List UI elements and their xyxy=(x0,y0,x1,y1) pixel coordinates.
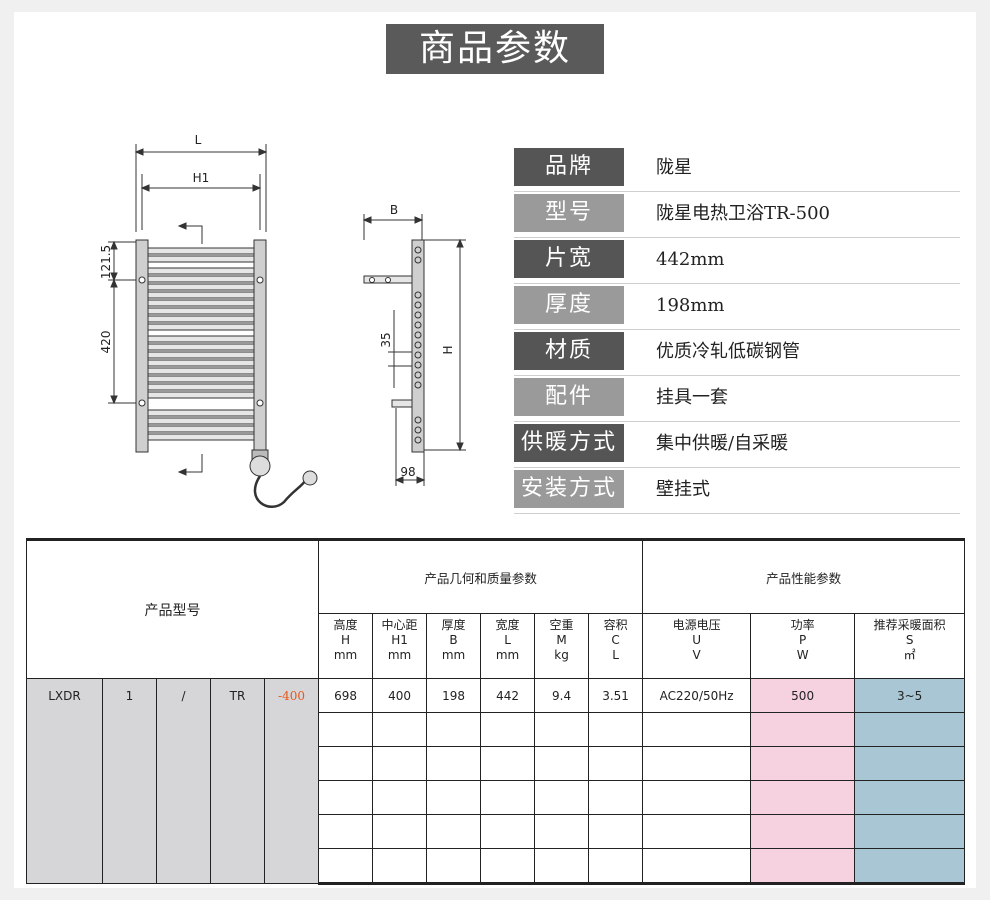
spec-value: 陇星 xyxy=(656,157,692,178)
spec-value: 198mm xyxy=(656,295,725,316)
radiator-dimension-diagram: L H1 121.5 420 B H 35 98 xyxy=(74,130,494,520)
dim-35-label: 35 xyxy=(379,332,393,347)
spec-label: 供暖方式 xyxy=(514,424,624,462)
dim-420-label: 420 xyxy=(99,331,113,354)
spec-row-model: 型号 陇星电热卫浴TR-500 xyxy=(514,192,960,238)
dim-121-label: 121.5 xyxy=(99,245,113,279)
table-row xyxy=(27,712,966,747)
value-height: 698 xyxy=(318,678,374,713)
spec-list: 品牌 陇星 型号 陇星电热卫浴TR-500 片宽 442mm 厚度 198mm … xyxy=(514,146,960,514)
performance-header: 产品性能参数 xyxy=(642,538,966,614)
geometry-header: 产品几何和质量参数 xyxy=(318,538,644,614)
product-parameters-page: 商品参数 xyxy=(14,12,976,888)
spec-label: 配件 xyxy=(514,378,624,416)
table-row xyxy=(27,814,966,849)
spec-label: 型号 xyxy=(514,194,624,232)
model-header: 产品型号 xyxy=(25,538,320,679)
value-thickness: 198 xyxy=(426,678,482,713)
page-title: 商品参数 xyxy=(386,24,604,74)
value-weight: 9.4 xyxy=(534,678,590,713)
value-width: 442 xyxy=(480,678,536,713)
value-power: 500 xyxy=(750,678,856,713)
model-part-suffix: -400 xyxy=(263,678,320,884)
spec-row-thickness: 厚度 198mm xyxy=(514,284,960,330)
spec-label: 品牌 xyxy=(514,148,624,186)
spec-row-material: 材质 优质冷轧低碳钢管 xyxy=(514,330,960,376)
spec-value: 442mm xyxy=(656,249,725,270)
table-row xyxy=(27,780,966,815)
dim-H1-label: H1 xyxy=(193,171,210,185)
value-voltage: AC220/50Hz xyxy=(642,678,752,713)
spec-value: 壁挂式 xyxy=(656,479,710,500)
model-part-slash: / xyxy=(156,678,211,884)
spec-value: 陇星电热卫浴TR-500 xyxy=(656,203,830,224)
model-part-number: 1 xyxy=(102,678,157,884)
spec-label: 厚度 xyxy=(514,286,624,324)
spec-value: 挂具一套 xyxy=(656,387,728,408)
model-part-series: LXDR xyxy=(26,678,103,884)
spec-value: 集中供暖/自采暖 xyxy=(656,433,789,454)
spec-label: 片宽 xyxy=(514,240,624,278)
dim-H-label: H xyxy=(441,345,455,354)
dim-L-label: L xyxy=(195,133,202,147)
dim-98-label: 98 xyxy=(400,465,415,479)
value-center-distance: 400 xyxy=(372,678,428,713)
spec-row-width: 片宽 442mm xyxy=(514,238,960,284)
dim-B-label: B xyxy=(390,203,398,217)
spec-row-heating-mode: 供暖方式 集中供暖/自采暖 xyxy=(514,422,960,468)
value-area: 3~5 xyxy=(854,678,966,713)
spec-row-brand: 品牌 陇星 xyxy=(514,146,960,192)
spec-label: 材质 xyxy=(514,332,624,370)
spec-row-accessories: 配件 挂具一套 xyxy=(514,376,960,422)
spec-value: 优质冷轧低碳钢管 xyxy=(656,341,800,362)
value-volume: 3.51 xyxy=(588,678,644,713)
table-row xyxy=(27,848,966,885)
spec-row-installation: 安装方式 壁挂式 xyxy=(514,468,960,514)
table-row xyxy=(27,746,966,781)
spec-label: 安装方式 xyxy=(514,470,624,508)
model-part-type: TR xyxy=(210,678,265,884)
